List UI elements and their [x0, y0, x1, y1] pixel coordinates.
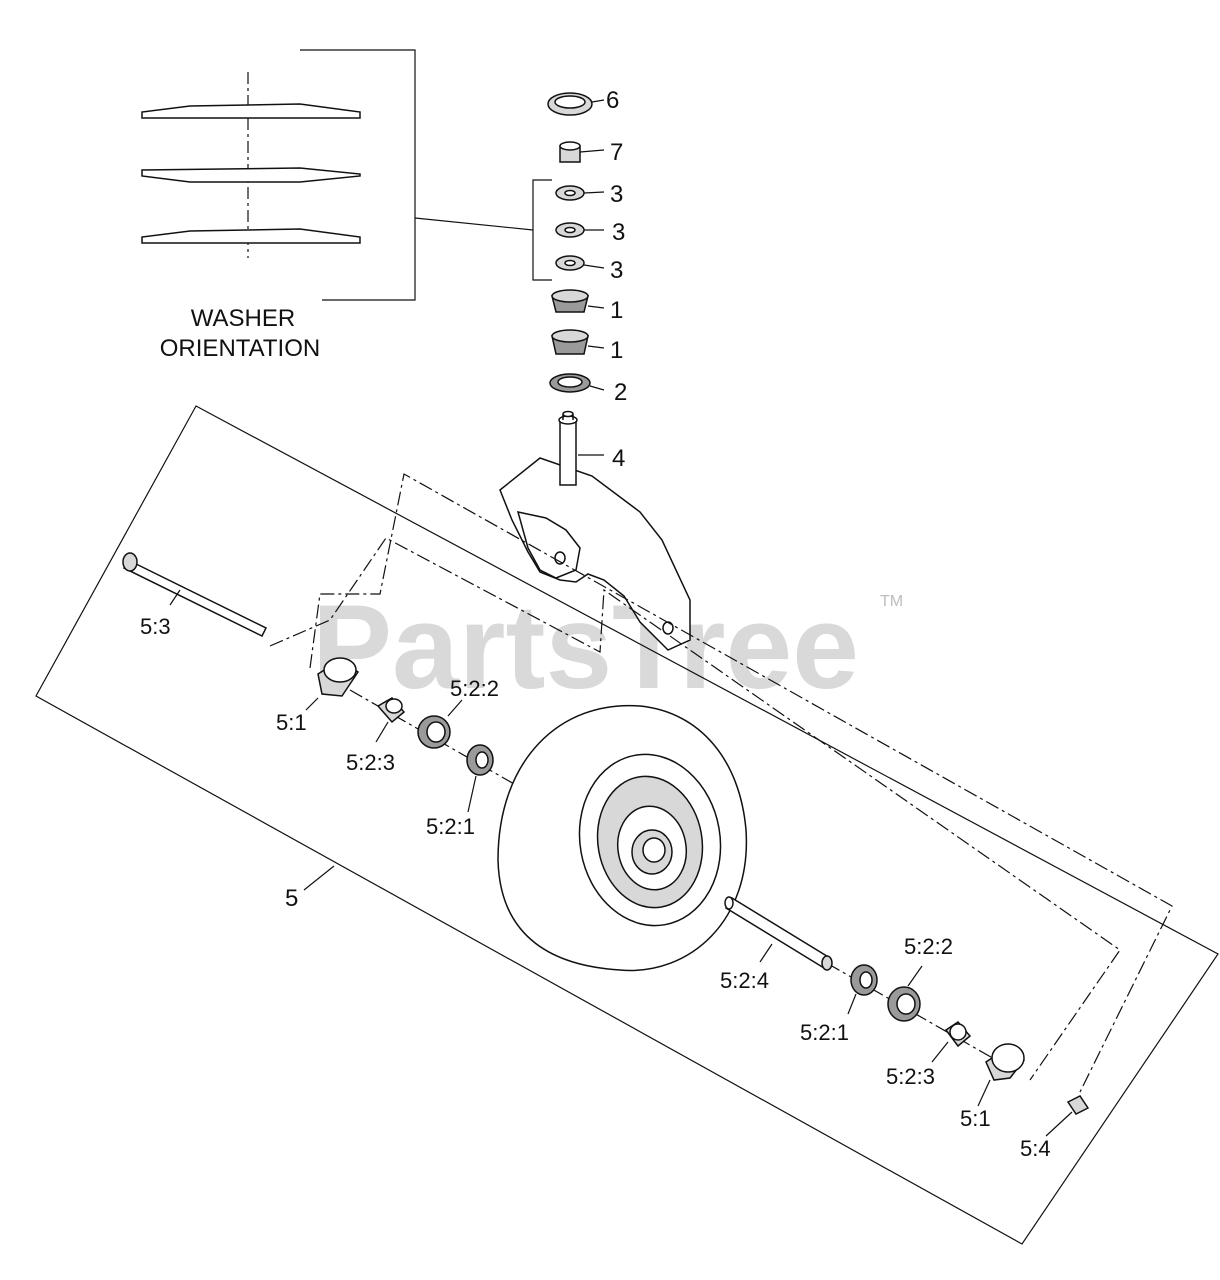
washer-orientation-inset: WASHER ORIENTATION	[141, 49, 534, 362]
washer-profile-2	[141, 167, 361, 183]
bearing-top-b	[551, 329, 589, 343]
wheel-tire	[497, 704, 748, 972]
spacer-left-face	[323, 657, 357, 683]
callout-5: 5	[285, 885, 298, 912]
right-hub-parts	[847, 964, 1090, 1137]
leader-5-2-1-right	[847, 993, 857, 1015]
leader-5-2-3-right	[931, 1041, 949, 1063]
nut-top	[559, 141, 581, 151]
callout-labels: 6 7 3 3 3 1 1 2 4 5 5:3 5:1 5:2:3 5:2:2 …	[140, 87, 1051, 1161]
leader-5-2-3-left	[375, 721, 389, 743]
callout-5-2-3-right: 5:2:3	[886, 1064, 935, 1089]
seal-left-inner	[426, 721, 446, 743]
leader-6	[591, 99, 605, 103]
callout-1a: 1	[610, 297, 623, 324]
callout-3b: 3	[612, 219, 625, 246]
callout-5-2-1-left: 5:2:1	[426, 814, 475, 839]
washer-hole-b	[564, 226, 576, 234]
spindle-shaft	[559, 419, 577, 486]
axle-tube-part-5-2-4	[724, 896, 833, 971]
callout-4: 4	[612, 445, 625, 472]
callout-5-2-2-right: 5:2:2	[904, 934, 953, 959]
axle-centerline-outer	[309, 473, 1173, 1093]
leader-5-4	[1045, 1111, 1073, 1137]
seal-right-inner	[896, 993, 916, 1015]
callout-5-1-right: 5:1	[960, 1106, 991, 1131]
bearing-right-inner	[859, 971, 873, 989]
bearing-left-inner	[475, 751, 489, 769]
inset-bracket	[300, 49, 416, 301]
callout-5-4: 5:4	[1020, 1136, 1051, 1161]
leader-5-2-2-left	[447, 699, 463, 717]
callout-7: 7	[610, 139, 623, 166]
callout-5-2-3-left: 5:2:3	[346, 750, 395, 775]
washer-hole-a	[564, 189, 576, 197]
caster-fork-part-4	[499, 410, 691, 651]
watermark: PartsTree TM	[312, 580, 903, 714]
callout-5-2-2-left: 5:2:2	[450, 676, 499, 701]
leader-5	[303, 865, 335, 891]
axle-tube-body	[724, 896, 832, 970]
wheel-axle-bore	[642, 837, 666, 863]
washer-hole-c	[564, 259, 576, 267]
callout-5-3: 5:3	[140, 614, 171, 639]
callout-6: 6	[606, 87, 619, 114]
washer-profile-3	[141, 228, 361, 244]
axle-tube-end	[724, 896, 734, 910]
leader-1b	[587, 345, 605, 349]
callout-5-2-1-right: 5:2:1	[800, 1020, 849, 1045]
axle-bolt-part-5-3	[122, 552, 268, 638]
leader-5-3	[169, 589, 181, 606]
left-hub-parts	[305, 657, 494, 813]
nut-part-5-4	[1066, 1095, 1090, 1115]
leader-7	[579, 149, 605, 153]
bushing-right-face	[949, 1023, 967, 1041]
inset-title-line2: ORIENTATION	[160, 335, 320, 362]
callout-5-2-4: 5:2:4	[720, 968, 769, 993]
inset-title-line1: WASHER	[191, 305, 295, 332]
bearing-top-a	[551, 289, 589, 303]
callout-2: 2	[614, 379, 627, 406]
race-inner	[557, 376, 583, 388]
wheel-assembly-boundary	[35, 405, 1219, 1245]
leader-5-2-2-right	[907, 965, 923, 987]
inset-leader	[414, 217, 534, 231]
spindle-stack	[547, 92, 605, 393]
leader-2	[589, 385, 605, 391]
leader-5-1-right	[977, 1079, 991, 1107]
leader-5-1-left	[305, 697, 319, 711]
leader-3a	[583, 191, 605, 194]
callout-1b: 1	[610, 337, 623, 364]
washer-profile-1	[141, 103, 361, 119]
axle-centerline-inner	[269, 537, 1121, 1081]
callout-5-1-left: 5:1	[276, 710, 307, 735]
callout-3a: 3	[610, 181, 623, 208]
watermark-trademark: TM	[880, 593, 903, 610]
spindle-tip-top	[562, 410, 574, 418]
spacer-right-face	[991, 1043, 1025, 1073]
leader-3c	[583, 264, 605, 269]
leader-1a	[587, 305, 605, 309]
leader-5-2-1-left	[467, 775, 477, 813]
bushing-left-face	[385, 698, 403, 714]
leader-5-2-4	[759, 943, 773, 963]
axle-tube-end-right	[821, 955, 833, 971]
callout-3c: 3	[610, 257, 623, 284]
dust-cap-inner	[554, 95, 586, 109]
washer-stack-bracket	[532, 179, 552, 281]
bolt-head	[122, 552, 138, 572]
watermark-text: PartsTree	[312, 580, 859, 714]
